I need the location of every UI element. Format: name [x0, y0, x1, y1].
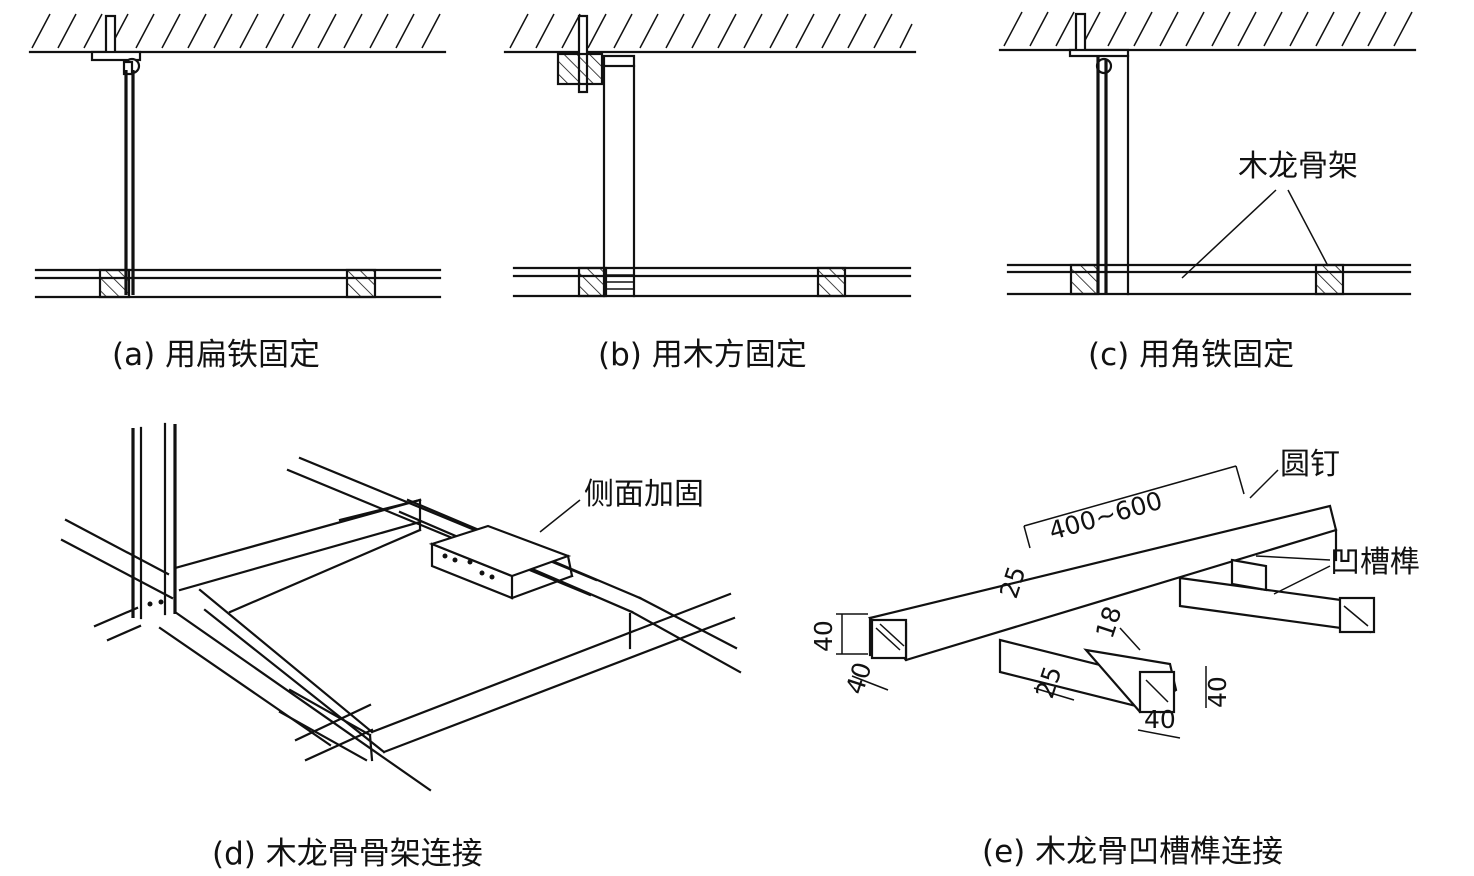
ceiling-slab-a: [28, 13, 447, 54]
dim-left-width: 40: [840, 659, 877, 698]
main-beams-d: [60, 456, 742, 792]
dim-right-width: 40: [1144, 705, 1176, 734]
label-round-nail: 圆钉: [1280, 447, 1340, 482]
upper-keel-e: [867, 504, 1338, 662]
caption-a: (a) 用扁铁固定: [112, 337, 320, 373]
wood-joist-a: [34, 268, 442, 299]
flat-iron-hanger: [90, 14, 142, 295]
panel-a-flat-iron: (a) 用扁铁固定: [28, 13, 447, 373]
label-groove-joint: 凹槽榫: [1330, 545, 1420, 580]
lower-keel-e: [998, 558, 1376, 714]
dim-groove-width: 18: [1090, 603, 1127, 642]
panel-d-frame-connection: 侧面加固 (d) 木龙骨骨架连接: [60, 422, 742, 872]
wood-joist-b: [512, 266, 912, 298]
leaders-e: [1249, 469, 1331, 595]
caption-d: (d) 木龙骨骨架连接: [212, 836, 483, 872]
angle-iron-hanger: [1068, 12, 1130, 296]
caption-e: (e) 木龙骨凹槽榫连接: [982, 834, 1283, 870]
vertical-hanger-d: [131, 422, 177, 620]
side-reinforcement-block: [428, 524, 574, 600]
leader-side-reinforce: [539, 499, 581, 533]
label-side-reinforce: 侧面加固: [584, 477, 704, 512]
dim-left-height: 40: [809, 620, 838, 652]
panel-c-angle-iron: 木龙骨架 (c) 用角铁固定: [998, 11, 1417, 373]
caption-b: (b) 用木方固定: [598, 337, 807, 373]
caption-c: (c) 用角铁固定: [1088, 337, 1294, 373]
leader-keel-frame: [1181, 189, 1329, 279]
label-keel-frame: 木龙骨架: [1238, 149, 1358, 184]
dim-spacing: 400~600: [1046, 486, 1166, 546]
dim-right-height: 40: [1203, 676, 1232, 708]
ceiling-slab-c: [998, 11, 1417, 52]
panel-e-groove-joint: 400~600 25 18 25 40 40 40 40 圆钉 凹槽榫 (e) …: [809, 447, 1420, 870]
panel-b-timber-block: (b) 用木方固定: [503, 13, 917, 373]
wood-joist-c: [1006, 263, 1412, 296]
dimension-lines-e: [836, 465, 1245, 739]
ceiling-slab-b: [503, 13, 917, 54]
timber-block-hanger: [556, 14, 636, 298]
